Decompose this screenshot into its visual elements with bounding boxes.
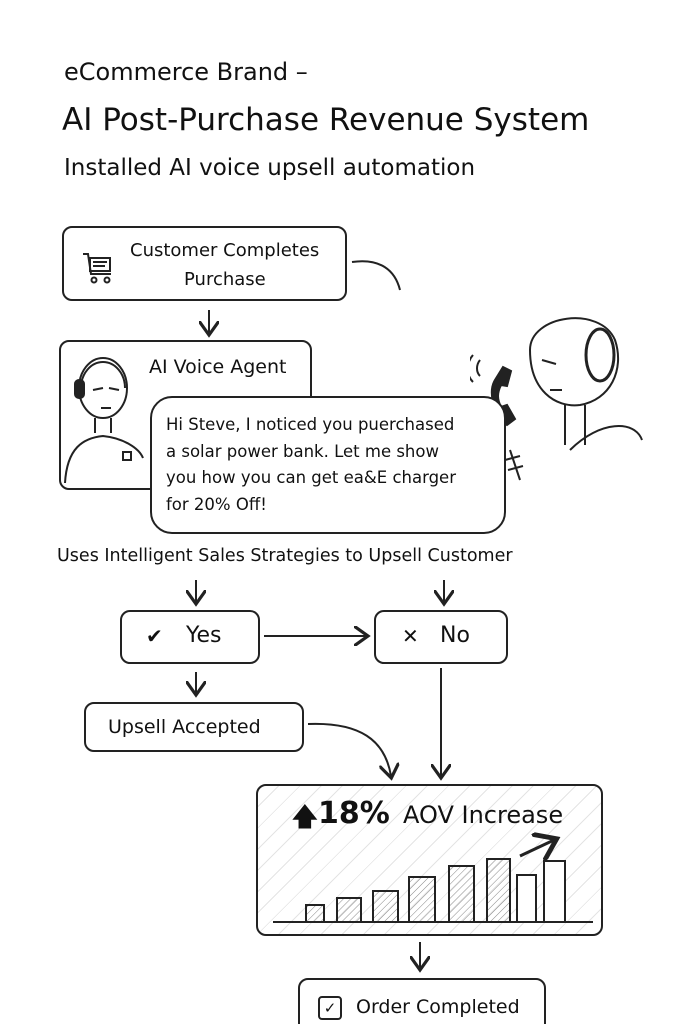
aov-increase-box: 🡅 18% AOV Increase (256, 784, 603, 936)
aov-bar-chart (273, 786, 593, 923)
yes-label: Yes (186, 623, 222, 648)
chart-bar (408, 876, 436, 923)
trend-arrow-icon (519, 840, 554, 856)
chart-bar (486, 858, 511, 923)
checkbox-icon: ✓ (318, 996, 342, 1020)
order-completed-box: ✓ Order Completed (298, 978, 546, 1024)
chart-bar (372, 890, 399, 923)
strategy-text: Uses Intelligent Sales Strategies to Ups… (57, 546, 513, 566)
chart-bar (336, 897, 362, 923)
upsell-accepted-label: Upsell Accepted (108, 716, 261, 738)
purchase-step-line1: Customer Completes (130, 240, 320, 261)
no-label: No (440, 623, 470, 648)
up-arrow-icon: 🡅 (292, 802, 318, 831)
speech-bubble: Hi Steve, I noticed you puerchased a sol… (150, 396, 506, 534)
yes-box: ✔ Yes (120, 610, 260, 664)
chart-bar (543, 860, 566, 923)
upsell-accepted-box: Upsell Accepted (84, 702, 304, 752)
speech-line: for 20% Off! (166, 494, 267, 514)
page-subtitle: Installed AI voice upsell automation (64, 155, 476, 181)
brand-line: eCommerce Brand – (64, 58, 308, 86)
speech-line: a solar power bank. Let me show (166, 441, 439, 461)
no-box: ✕ No (374, 610, 508, 664)
aov-percent: 18% (318, 796, 390, 831)
page-title: AI Post-Purchase Revenue System (62, 102, 590, 138)
purchase-step-line2: Purchase (184, 269, 266, 290)
order-completed-label: Order Completed (356, 996, 520, 1018)
chart-bar (305, 904, 325, 923)
speech-line: Hi Steve, I noticed you puerchased (166, 415, 455, 434)
ai-voice-agent-label: AI Voice Agent (149, 356, 287, 378)
speech-line: you how you can get ea&E charger (166, 468, 456, 487)
speech-bubble-text: Hi Steve, I noticed you puerchased a sol… (166, 412, 456, 518)
shopping-cart-icon (83, 253, 111, 284)
check-icon: ✔ (146, 624, 163, 648)
aov-label: AOV Increase (403, 801, 564, 829)
chart-bar (516, 874, 537, 923)
chart-bar (448, 865, 475, 923)
robot-agent-icon (64, 357, 144, 484)
x-icon: ✕ (402, 624, 419, 648)
purchase-step-box: Customer Completes Purchase (62, 226, 347, 301)
